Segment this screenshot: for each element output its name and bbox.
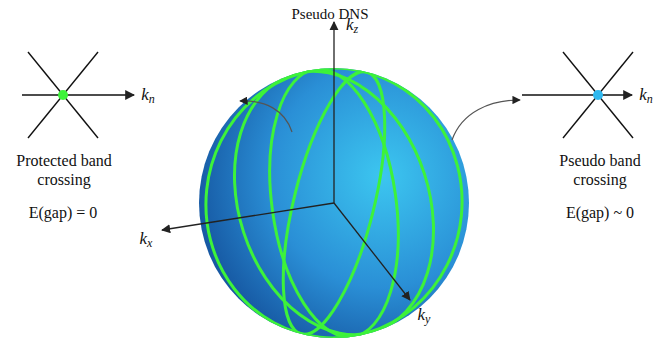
pseudo-crossing [522,52,633,138]
caption-text: Pseudo band crossing [545,151,655,189]
axes [162,22,410,300]
pointer-arrows [240,100,520,140]
gap-value: E(gap) ~ 0 [566,203,634,222]
axis-label: ky [418,305,431,326]
caption-text: Protected band crossing [4,151,124,189]
axis-label: kn [639,85,653,106]
axis-label: kn [141,85,155,106]
protected-crossing [22,52,134,138]
crossing-dot [593,90,603,100]
axis-label: kx [140,229,153,250]
figure-title: Pseudo DNS [291,5,368,23]
crossing-dot [58,90,68,100]
gap-value: E(gap) = 0 [29,203,98,222]
axis-label: kz [346,15,358,36]
